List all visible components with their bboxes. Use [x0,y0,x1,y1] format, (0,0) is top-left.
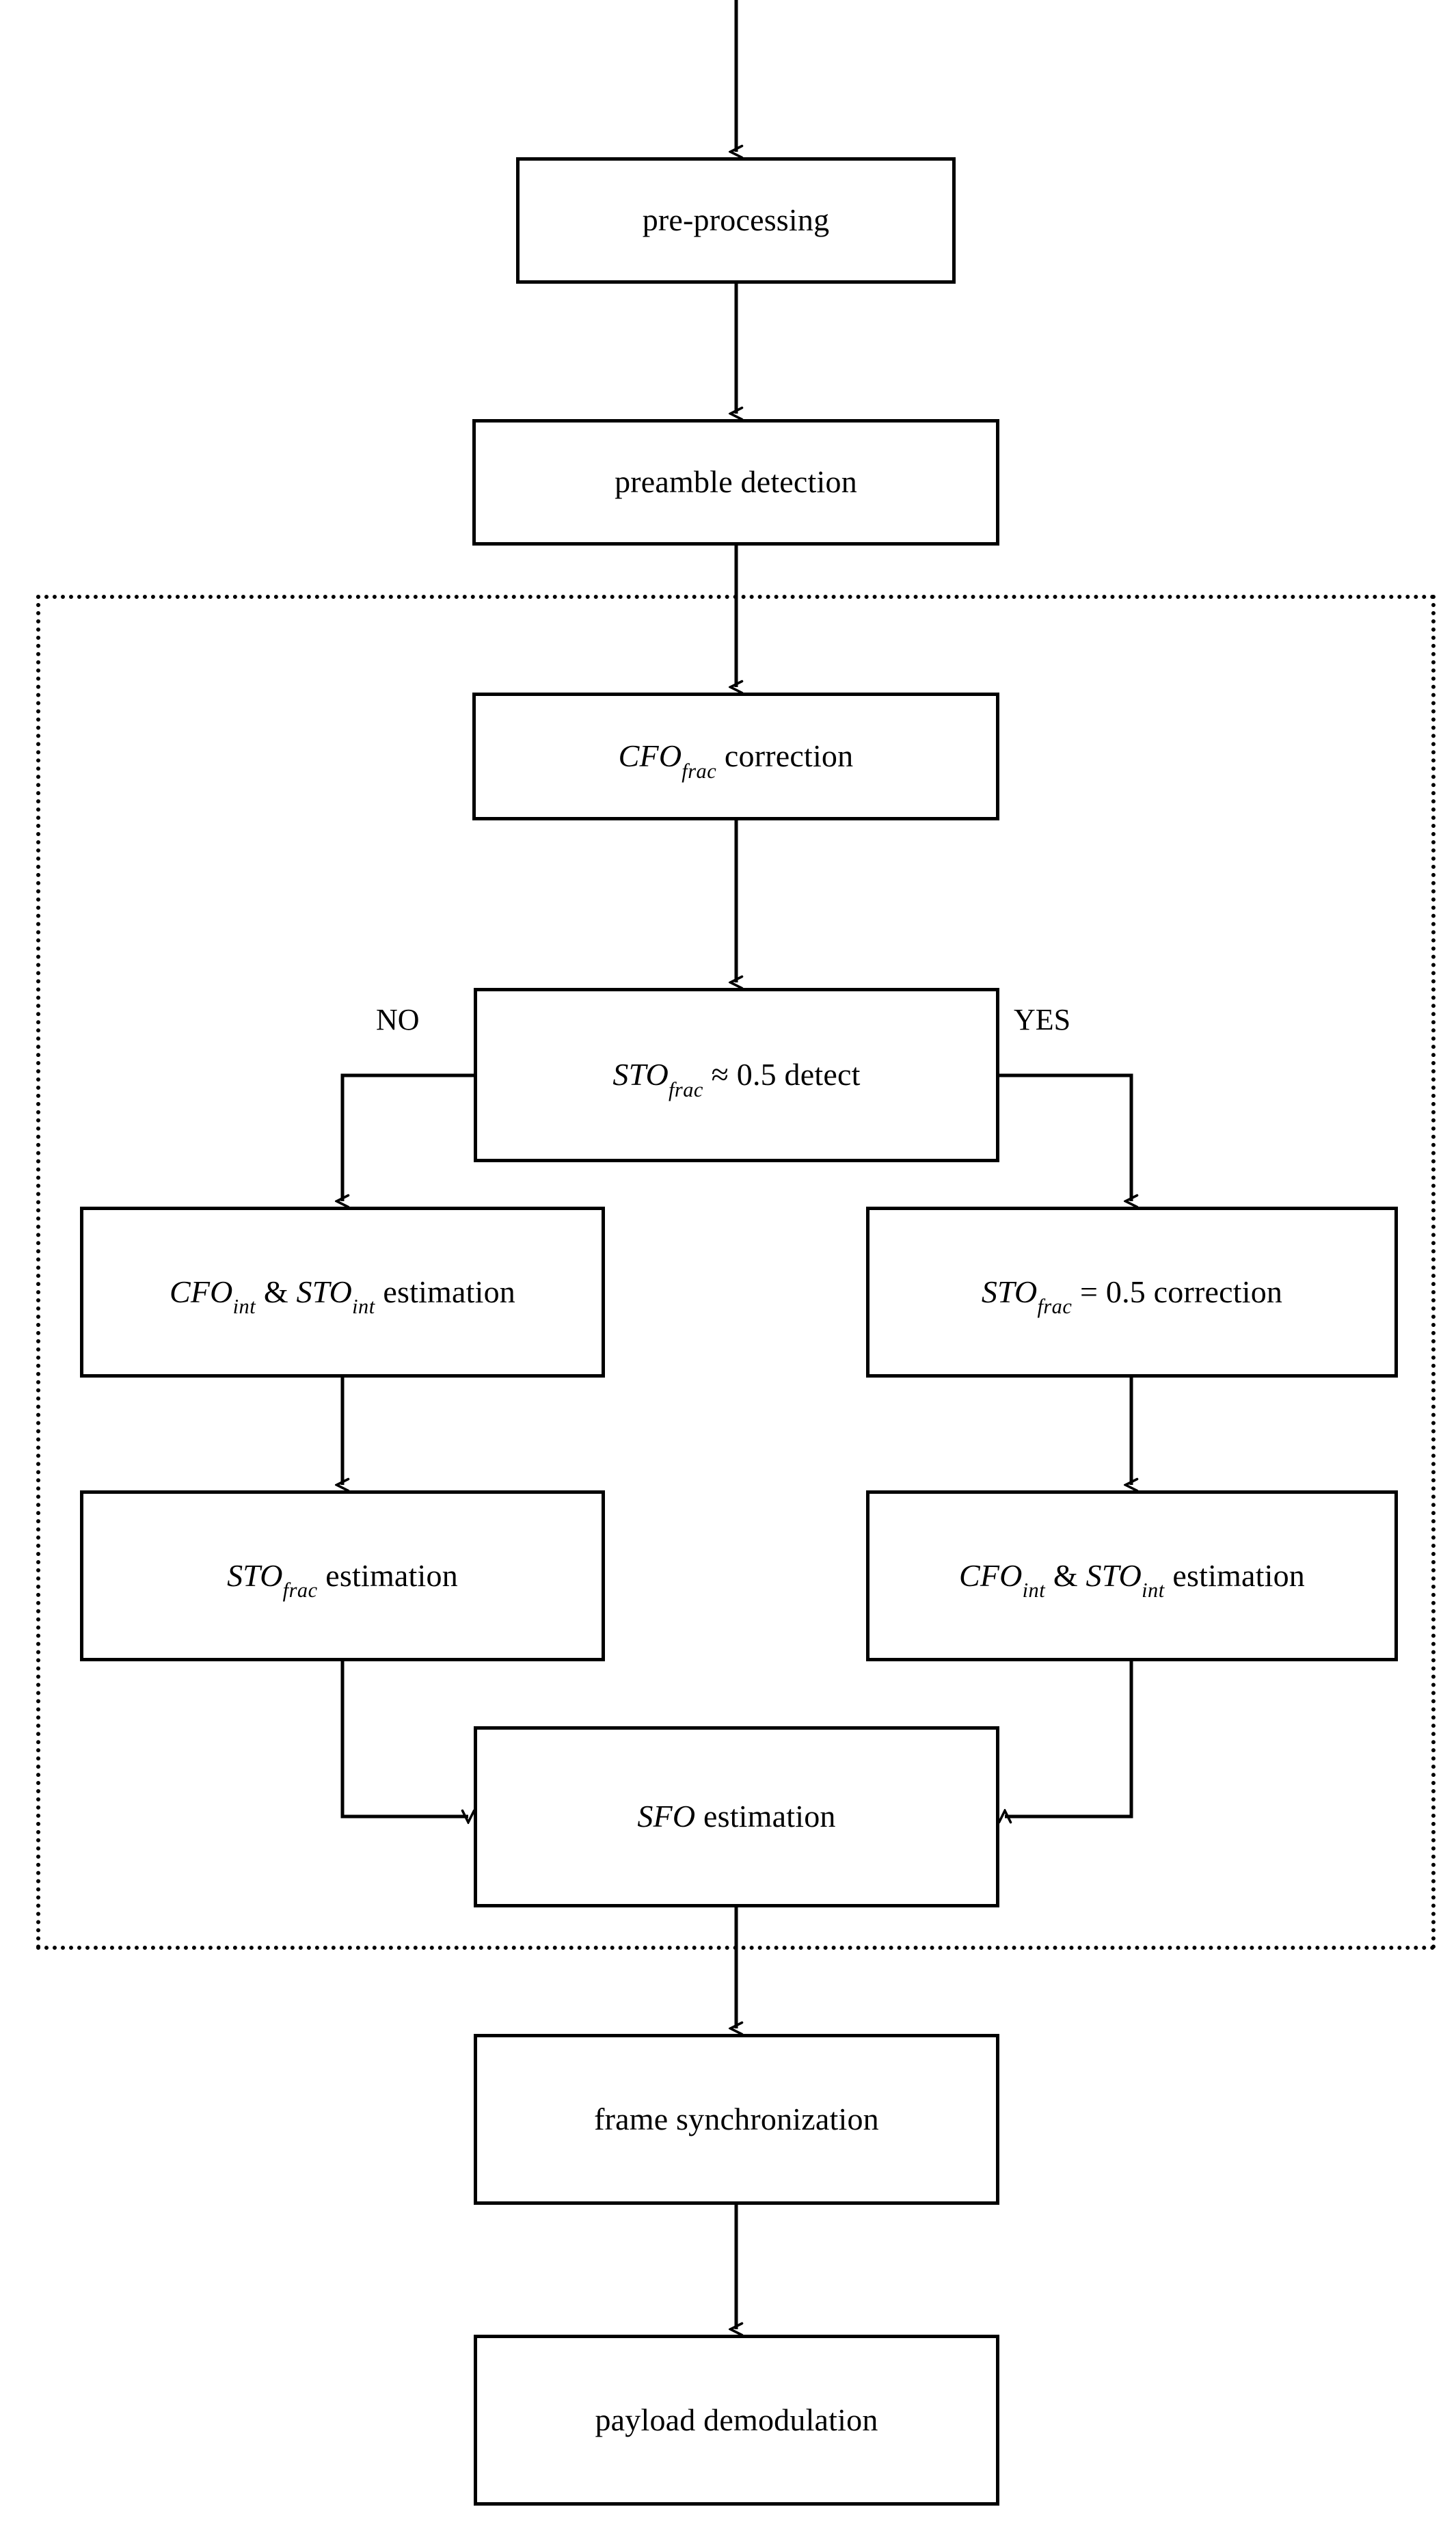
node-frame-synchronization-label: frame synchronization [594,2101,879,2136]
right-amp: & [1045,1557,1086,1593]
sto-frac-05-subscript: frac [1037,1295,1073,1319]
cfo-frac-tail: correction [716,738,854,774]
sfo-tail: estimation [695,1799,836,1834]
node-sfo-estimation-label: SFO estimation [630,1799,842,1835]
node-preamble-detection-label: preamble detection [615,464,857,500]
sto-frac-est-base: STO [227,1557,283,1593]
cfo-frac-base: CFO [618,738,682,774]
node-pre-processing[interactable]: pre-processing [516,157,956,284]
left-cfo-int-subscript: int [232,1295,256,1319]
edge-right-to-sfo [1005,1661,1133,1816]
right-sto-int-base: STO [1086,1557,1142,1593]
cfo-frac-subscript: frac [682,759,717,783]
right-row2-tail: estimation [1164,1557,1306,1593]
node-frame-synchronization[interactable]: frame synchronization [474,2034,999,2205]
node-sto-frac-detect-label: STOfrac ≈ 0.5 detect [606,1057,867,1100]
sfo-base: SFO [637,1799,696,1834]
node-sfo-estimation[interactable]: SFO estimation [474,1726,999,1907]
sto-frac-05-base: STO [981,1274,1038,1309]
sto-frac-detect-tail: ≈ 0.5 detect [703,1057,861,1092]
node-pre-processing-label: pre-processing [642,202,830,238]
node-sto-frac-05-correction[interactable]: STOfrac = 0.5 correction [866,1207,1398,1378]
sto-frac-detect-base: STO [612,1057,669,1092]
node-payload-demodulation-label: payload demodulation [595,2402,878,2437]
sto-frac-est-tail: estimation [317,1557,458,1593]
sto-frac-est-subscript: frac [282,1579,318,1602]
sto-frac-detect-subscript: frac [669,1077,703,1101]
left-amp: & [256,1274,297,1309]
right-cfo-int-subscript: int [1022,1579,1046,1602]
branch-label-no: NO [376,1003,420,1036]
node-sto-frac-estimation[interactable]: STOfrac estimation [80,1490,605,1661]
left-sto-int-subscript: int [352,1295,375,1319]
node-sto-frac-estimation-label: STOfrac estimation [220,1557,465,1601]
left-row1-tail: estimation [375,1274,516,1309]
node-sto-frac-detect[interactable]: STOfrac ≈ 0.5 detect [474,988,999,1162]
node-cfo-sto-int-estimation-left-label: CFOint & STOint estimation [163,1274,522,1317]
node-preamble-detection[interactable]: preamble detection [472,419,999,546]
edge-left-to-sfo [340,1661,468,1816]
edge-yes-branch [999,1073,1131,1201]
node-cfo-sto-int-estimation-right[interactable]: CFOint & STOint estimation [866,1490,1398,1661]
node-cfo-frac-correction[interactable]: CFOfrac correction [472,693,999,820]
right-sto-int-subscript: int [1142,1579,1165,1602]
node-cfo-sto-int-estimation-left[interactable]: CFOint & STOint estimation [80,1207,605,1378]
node-sto-frac-05-correction-label: STOfrac = 0.5 correction [975,1274,1289,1317]
node-cfo-sto-int-estimation-right-label: CFOint & STOint estimation [952,1557,1312,1601]
right-cfo-int-base: CFO [958,1557,1023,1593]
node-cfo-frac-correction-label: CFOfrac correction [612,738,861,781]
left-cfo-int-base: CFO [169,1274,233,1309]
left-sto-int-base: STO [296,1274,353,1309]
sto-frac-05-tail: = 0.5 correction [1072,1274,1283,1309]
edge-no-branch [342,1073,474,1201]
branch-label-yes: YES [1014,1003,1071,1036]
node-payload-demodulation[interactable]: payload demodulation [474,2335,999,2506]
